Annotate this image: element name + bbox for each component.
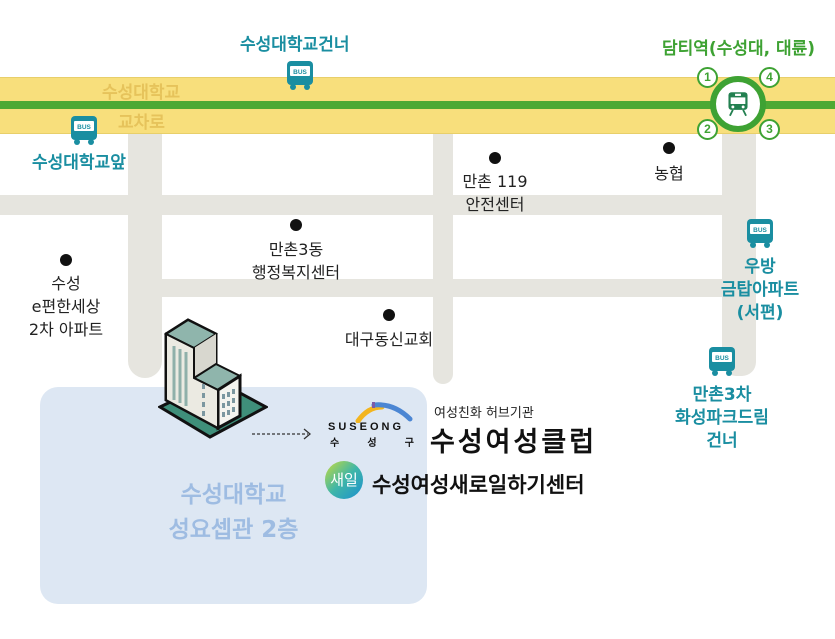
campus-label-line: 수성대학교	[180, 482, 287, 508]
saeil-logo-text: 새일	[330, 471, 358, 489]
saeil-logo-icon: 새일	[325, 461, 363, 499]
landmark-dot	[663, 142, 675, 154]
bus-icon[interactable]: BUS	[70, 115, 98, 147]
tagline: 여성친화 허브기관	[434, 406, 534, 421]
landmark-label: 만촌 119 안전센터	[445, 170, 545, 216]
road-vertical-3	[722, 132, 756, 376]
bus-stop-label: 우방 금탑아파트 (서편)	[700, 256, 820, 325]
landmark-dot	[290, 219, 302, 231]
road-horizontal-1	[0, 195, 756, 215]
station-exit-4[interactable]: 4	[759, 67, 780, 88]
logo-sub-char: 성	[367, 438, 377, 449]
landmark-label-line: 수성	[51, 274, 81, 293]
main-road-label-1: 수성대학교	[102, 83, 181, 103]
bus-icon[interactable]: BUS	[286, 60, 314, 92]
landmark-label: 만촌3동 행정복지센터	[236, 238, 356, 284]
bus-icon[interactable]: BUS	[708, 346, 736, 378]
org-name: 수성여성클럽	[430, 427, 598, 458]
building-icon[interactable]	[158, 312, 268, 442]
station-name: 담티역(수성대, 대륜)	[662, 39, 816, 59]
bus-stop-label: 수성대학교앞	[32, 153, 126, 173]
subway-station-marker[interactable]	[710, 76, 766, 132]
bus-icon-text: BUS	[77, 124, 91, 131]
train-icon	[728, 92, 748, 117]
landmark-label-line: 행정복지센터	[251, 263, 341, 282]
landmark-label-line: 안전센터	[465, 195, 525, 214]
landmark-label-line: 만촌 119	[462, 172, 528, 191]
bus-stop-label-line: (서편)	[736, 303, 784, 323]
campus-label-line: 성요셉관 2층	[168, 517, 299, 543]
bus-icon-text: BUS	[715, 355, 729, 362]
bus-icon-text: BUS	[293, 69, 307, 76]
landmark-dot	[489, 152, 501, 164]
bus-stop-label-line: 건너	[706, 431, 738, 451]
station-exit-2[interactable]: 2	[697, 119, 718, 140]
landmark-dot	[60, 254, 72, 266]
landmark-label-line: e편한세상	[31, 297, 101, 316]
landmark-label: 수성 e편한세상 2차 아파트	[16, 272, 116, 341]
bus-stop-label: 만촌3차 화성파크드림 건너	[662, 384, 782, 453]
suseong-logo-sub: 수 성 구	[330, 434, 414, 449]
center-name: 수성여성새로일하기센터	[372, 473, 585, 497]
logo-sub-char: 수	[330, 438, 340, 449]
campus-label: 수성대학교 성요셉관 2층	[40, 478, 427, 548]
landmark-dot	[383, 309, 395, 321]
logo-sub-char: 구	[404, 438, 414, 449]
landmark-label: 대구동신교회	[344, 330, 434, 349]
bus-icon-text: BUS	[753, 227, 767, 234]
road-vertical-1	[128, 132, 162, 378]
bus-stop-label: 수성대학교건너	[240, 35, 350, 55]
bus-stop-label-line: 금탑아파트	[720, 280, 800, 300]
station-exit-3[interactable]: 3	[759, 119, 780, 140]
landmark-label-line: 만촌3동	[268, 240, 324, 259]
subway-line	[0, 101, 835, 109]
main-road-label-2: 교차로	[118, 113, 165, 133]
bus-stop-label-line: 만촌3차	[692, 385, 752, 405]
road-horizontal-2	[128, 279, 756, 297]
station-exit-1[interactable]: 1	[697, 67, 718, 88]
suseong-logo-text: SUSEONG	[328, 421, 405, 433]
suseong-logo-icon	[355, 402, 413, 423]
bus-stop-label-line: 화성파크드림	[675, 408, 769, 428]
arrow-icon	[252, 428, 312, 440]
landmark-label-line: 2차 아파트	[28, 320, 104, 339]
bus-stop-label-line: 우방	[744, 257, 776, 277]
bus-icon[interactable]: BUS	[746, 218, 774, 250]
landmark-label: 농협	[654, 164, 684, 183]
